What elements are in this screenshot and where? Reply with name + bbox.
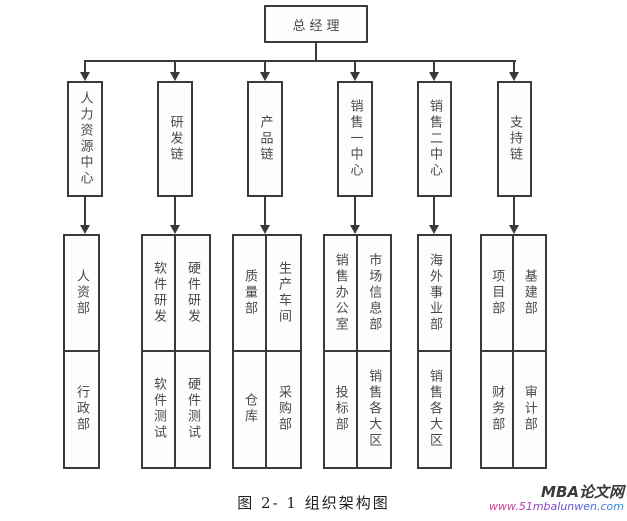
branch-label: 支持链	[507, 115, 522, 163]
connector-line	[433, 197, 435, 227]
down-arrow-icon	[509, 225, 519, 234]
dept-label: 市场信息部	[366, 252, 382, 333]
dept-label: 仓库	[242, 393, 257, 426]
watermark-site-url: www.51mbalunwen.com	[489, 499, 624, 513]
dept-cell: 采购部	[267, 352, 300, 468]
dept-cell: 海外事业部	[419, 236, 450, 352]
dept-box-sales-1: 销售办公室 市场信息部 投标部 销售各大区	[323, 234, 392, 469]
dept-label: 审计部	[521, 385, 537, 434]
down-arrow-icon	[170, 72, 180, 81]
dept-label: 海外事业部	[427, 252, 442, 333]
down-arrow-icon	[429, 225, 439, 234]
dept-cell: 项目部	[482, 236, 514, 352]
connector-line	[513, 60, 515, 74]
dept-label: 销售办公室	[332, 252, 348, 333]
branch-box-sales-center-2: 销售二中心	[417, 81, 452, 197]
dept-label: 质量部	[242, 268, 257, 317]
connector-line	[84, 197, 86, 227]
branch-box-rd-chain: 研发链	[157, 81, 193, 197]
connector-line	[315, 43, 317, 62]
connector-line	[174, 60, 176, 74]
dept-box-product: 质量部 生产车间 仓库 采购部	[232, 234, 302, 469]
dept-cell: 生产车间	[267, 236, 300, 352]
down-arrow-icon	[350, 72, 360, 81]
dept-cell: 销售各大区	[358, 352, 391, 468]
down-arrow-icon	[509, 72, 519, 81]
dept-label: 投标部	[332, 385, 348, 434]
dept-cell: 市场信息部	[357, 236, 390, 352]
branch-label: 产品链	[257, 115, 273, 163]
dept-cell: 审计部	[514, 352, 546, 468]
root-box-general-manager: 总经理	[264, 5, 368, 43]
branch-label: 销售一中心	[347, 99, 363, 179]
dept-label: 行政部	[74, 385, 89, 434]
dept-label: 财务部	[489, 385, 505, 434]
dept-label: 生产车间	[276, 260, 291, 325]
dept-label: 硬件测试	[185, 377, 200, 442]
down-arrow-icon	[260, 72, 270, 81]
down-arrow-icon	[80, 72, 90, 81]
dept-label: 硬件研发	[185, 260, 200, 325]
branch-box-product-chain: 产品链	[247, 81, 283, 197]
connector-line	[433, 60, 435, 74]
down-arrow-icon	[170, 225, 180, 234]
down-arrow-icon	[429, 72, 439, 81]
branch-label: 销售二中心	[427, 99, 442, 179]
down-arrow-icon	[350, 225, 360, 234]
dept-label: 人资部	[74, 268, 89, 317]
dept-cell: 销售各大区	[419, 352, 450, 468]
connector-line	[513, 197, 515, 227]
dept-label: 销售各大区	[366, 369, 382, 450]
dept-box-rd: 软件研发 硬件研发 软件测试 硬件测试	[141, 234, 211, 469]
connector-line	[354, 197, 356, 227]
dept-box-support: 项目部 基建部 财务部 审计部	[480, 234, 547, 469]
dept-cell: 仓库	[234, 351, 267, 467]
dept-box-sales-2: 海外事业部 销售各大区	[417, 234, 452, 469]
down-arrow-icon	[260, 225, 270, 234]
connector-line	[174, 197, 176, 227]
dept-box-hr: 人资部 行政部	[63, 234, 100, 469]
dept-label: 项目部	[489, 268, 505, 317]
root-label: 总经理	[292, 18, 344, 34]
dept-cell: 质量部	[234, 236, 267, 352]
dept-label: 采购部	[276, 385, 291, 434]
dept-cell: 财务部	[482, 351, 514, 467]
connector-line	[84, 60, 516, 62]
dept-cell: 基建部	[513, 236, 545, 352]
down-arrow-icon	[80, 225, 90, 234]
watermark: MBA论文网 www.51mbalunwen.com	[489, 484, 624, 513]
dept-cell: 硬件测试	[176, 352, 209, 468]
connector-line	[354, 60, 356, 74]
watermark-site-name: MBA论文网	[541, 483, 624, 501]
dept-label: 销售各大区	[427, 369, 442, 450]
dept-label: 基建部	[521, 268, 537, 317]
connector-line	[264, 197, 266, 227]
figure-caption: 图 2- 1 组织架构图	[237, 494, 390, 512]
dept-cell: 硬件研发	[176, 236, 209, 352]
connector-line	[84, 60, 86, 74]
dept-cell: 投标部	[325, 351, 358, 467]
dept-cell: 销售办公室	[325, 236, 358, 352]
dept-cell: 软件测试	[143, 351, 176, 467]
branch-box-support-chain: 支持链	[497, 81, 532, 197]
dept-cell: 行政部	[65, 352, 98, 468]
branch-box-hr-center: 人力资源中心	[67, 81, 103, 197]
branch-label: 研发链	[167, 115, 183, 163]
dept-cell: 人资部	[65, 236, 98, 352]
dept-label: 软件测试	[151, 377, 166, 442]
dept-label: 软件研发	[151, 260, 166, 325]
dept-cell: 软件研发	[143, 236, 176, 352]
branch-box-sales-center-1: 销售一中心	[337, 81, 373, 197]
connector-line	[264, 60, 266, 74]
branch-label: 人力资源中心	[77, 91, 93, 187]
